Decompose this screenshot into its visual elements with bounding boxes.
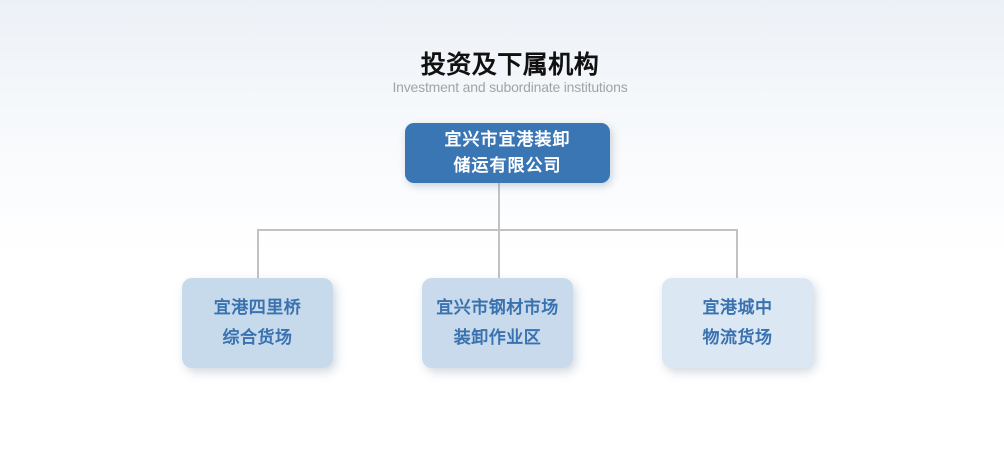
connector-horizontal [257,229,738,231]
connector-right-vertical [736,229,738,278]
page-title: 投资及下属机构 [420,51,600,79]
root-node-label-line1: 宜兴市宜港装卸 [444,130,571,149]
child-node-2: 宜兴市钢材市场 装卸作业区 [422,278,573,368]
child-node-1-label-line1: 宜港四里桥 [213,298,302,317]
child-node-1: 宜港四里桥 综合货场 [182,278,333,368]
child-node-3: 宜港城中 物流货场 [662,278,813,368]
child-node-3-label-line2: 物流货场 [702,328,773,347]
child-node-3-label-line1: 宜港城中 [702,298,773,317]
connector-left-vertical [257,229,259,278]
child-node-1-label-line2: 综合货场 [222,328,293,347]
child-node-2-label-line1: 宜兴市钢材市场 [436,298,559,317]
child-node-2-label-line2: 装卸作业区 [453,328,542,347]
root-node-label-line2: 储运有限公司 [453,156,562,175]
root-node: 宜兴市宜港装卸 储运有限公司 [405,123,610,183]
page-subtitle: Investment and subordinate institutions [392,79,628,95]
